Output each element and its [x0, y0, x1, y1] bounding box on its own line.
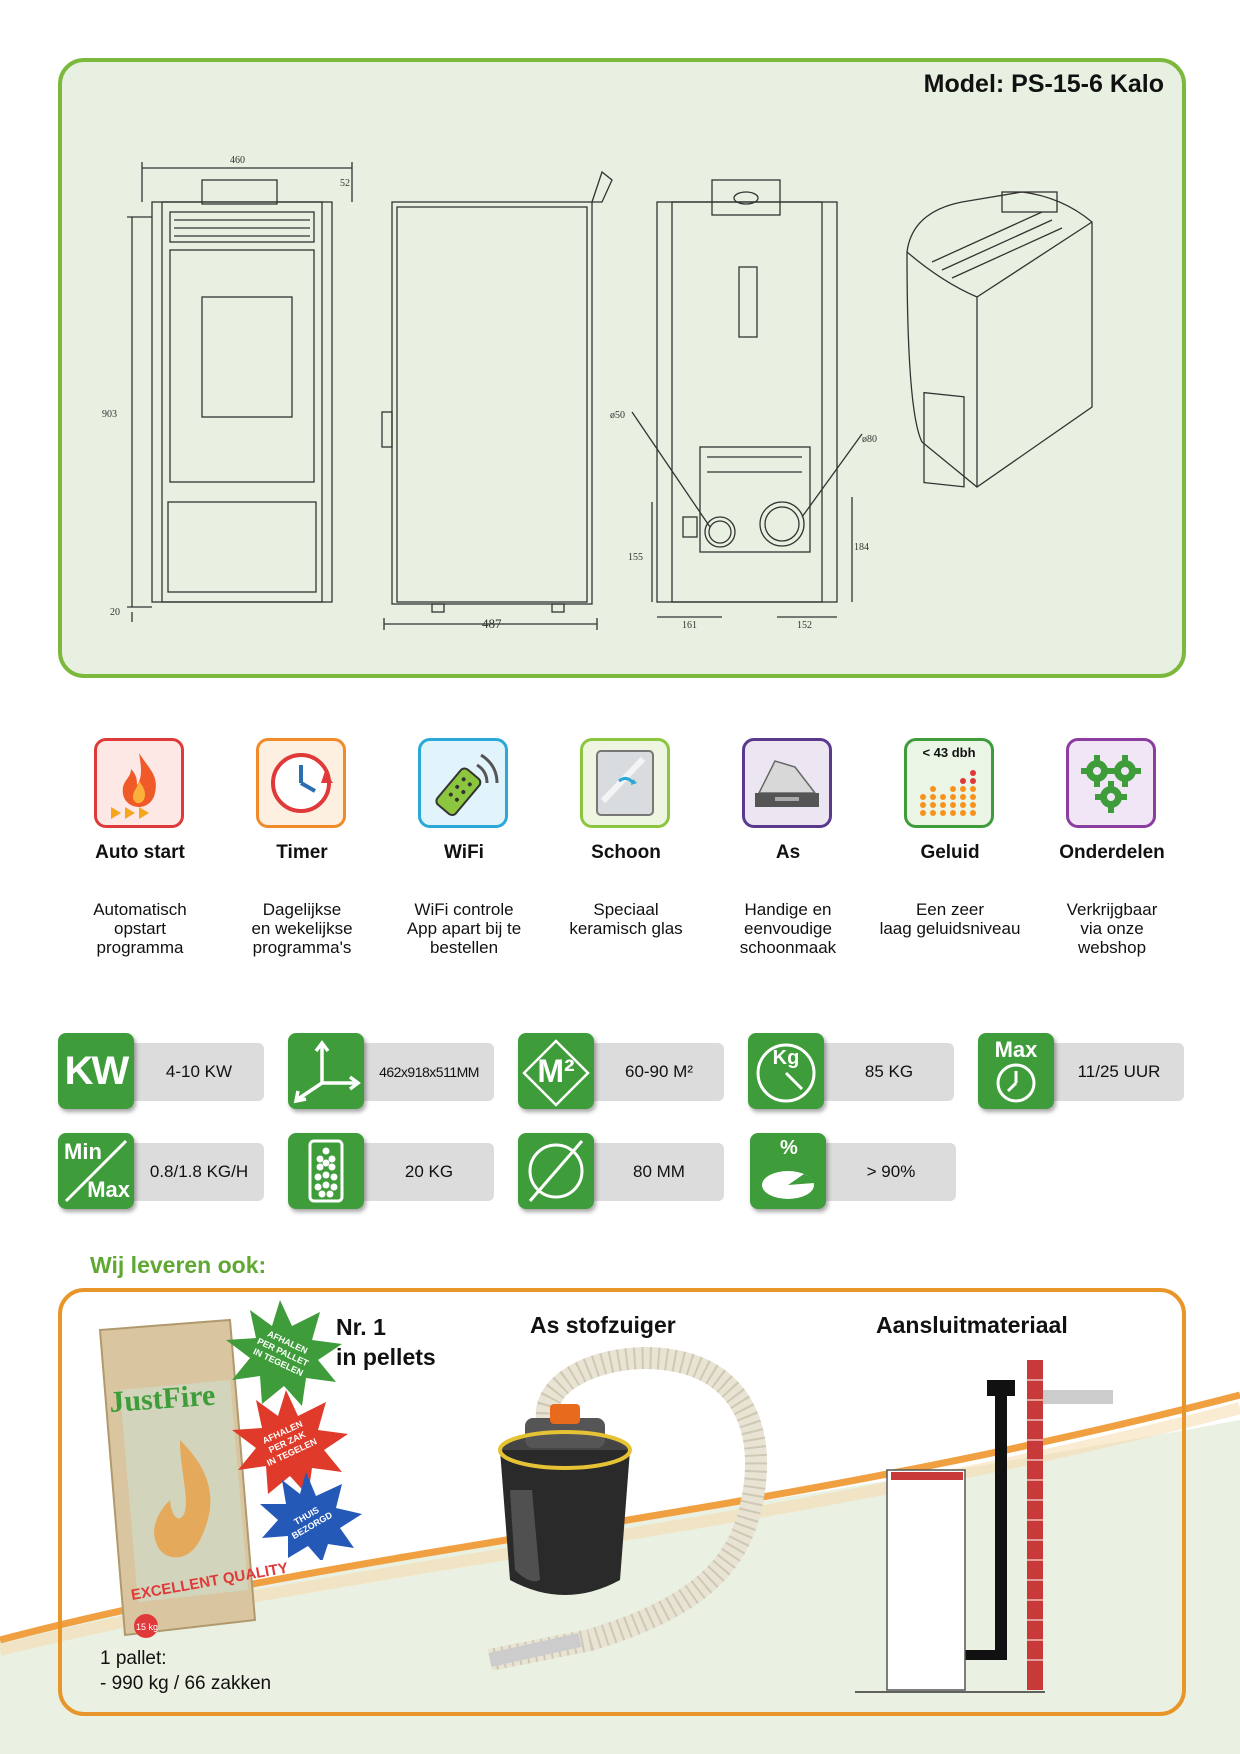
- back-view-drawing: [631, 179, 863, 618]
- dim-155-label: 155: [628, 552, 643, 563]
- spec-value: 60-90 M²: [624, 1062, 694, 1081]
- dim-52-label: 52: [340, 178, 350, 189]
- spec-value: 462x918x511MM: [379, 1064, 479, 1080]
- feature-title: Schoon: [591, 842, 661, 863]
- connection-diagram: [855, 1360, 1113, 1693]
- promo-bursts: AFHALENPER PALLETIN TEGELEN AFHALENPER Z…: [226, 1300, 362, 1560]
- vacuum-title: As stofzuiger: [530, 1312, 676, 1338]
- perspective-view-drawing: [906, 191, 1093, 488]
- pellet-bag-image: JustFire EXCELLENT QUALITY 15 kg: [98, 1318, 289, 1638]
- feature-title: WiFi: [444, 842, 484, 863]
- min-max-icon: Min Max: [58, 1133, 134, 1209]
- dim-903-label: 903: [102, 409, 117, 420]
- burst-home-delivery: THUISBEZORGD: [260, 1472, 362, 1560]
- sound-level-icon: < 43 dbh: [904, 738, 994, 828]
- burst-bag-pickup: AFHALENPER ZAKIN TEGELEN: [232, 1390, 348, 1496]
- spec-flue-diameter: 80 MM: [518, 1133, 724, 1209]
- model-title: Model: PS-15-6 Kalo: [923, 70, 1164, 98]
- feature-title: Timer: [276, 842, 328, 863]
- spec-value: 11/25 UUR: [1077, 1062, 1161, 1081]
- spec-tank: 20 KG: [288, 1133, 494, 1209]
- technical-drawings: 460 52 903 20 487 ø50 ø80 155 184 161 15…: [102, 155, 1093, 631]
- connect-title: Aansluitmateriaal: [876, 1312, 1068, 1338]
- flame-icon: [94, 738, 184, 828]
- spec-weight: Kg 85 KG: [748, 1033, 954, 1109]
- pellet-tank-icon: [288, 1133, 364, 1209]
- burst-pallet-pickup: AFHALENPER PALLETIN TEGELEN: [226, 1300, 342, 1406]
- spec-value: > 90%: [866, 1162, 916, 1181]
- also-section-title: Wij leveren ook:: [90, 1252, 267, 1278]
- weight-kg-icon: Kg: [748, 1033, 824, 1109]
- dim-460-label: 460: [230, 155, 245, 166]
- max-time-icon: Max: [978, 1033, 1054, 1109]
- spec-power: KW 4-10 KW: [58, 1033, 264, 1109]
- pallet-info: 1 pallet: - 990 kg / 66 zakken: [100, 1648, 272, 1694]
- area-m2-icon: M²: [518, 1033, 594, 1109]
- remote-icon: [418, 738, 508, 828]
- also-panel: [58, 1288, 1186, 1716]
- dim-152-label: 152: [797, 620, 812, 631]
- efficiency-pie-icon: %: [750, 1133, 826, 1209]
- kw-icon: KW: [58, 1033, 134, 1109]
- feature-title: Onderdelen: [1059, 842, 1165, 863]
- spec-value: 80 MM: [633, 1162, 685, 1181]
- spec-value: 0.8/1.8 KG/H: [149, 1162, 249, 1181]
- bag-brand-logo: JustFire: [108, 1379, 216, 1419]
- dim-o80-label: ø80: [862, 434, 877, 445]
- gears-icon: [1066, 738, 1156, 828]
- bag-weight-label: 15 kg: [136, 1622, 158, 1632]
- sound-level-badge: < 43 dbh: [922, 745, 976, 760]
- feature-title: Geluid: [920, 842, 980, 863]
- model-drawing-panel: Model: PS-15-6 Kalo: [58, 58, 1186, 678]
- ash-vacuum-image: [487, 1347, 768, 1670]
- spec-area: M² 60-90 M²: [518, 1033, 724, 1109]
- dim-o50-label: ø50: [610, 410, 625, 421]
- spec-efficiency: % > 90%: [750, 1133, 956, 1209]
- dimensions-axes-icon: [288, 1033, 364, 1109]
- dim-487-label: 487: [482, 616, 502, 631]
- clock-icon: [256, 738, 346, 828]
- feature-title: Auto start: [95, 842, 185, 863]
- spec-burn-time: Max 11/25 UUR: [978, 1033, 1184, 1109]
- diameter-icon: [518, 1133, 594, 1209]
- glass-icon: [580, 738, 670, 828]
- side-view-drawing: [381, 170, 613, 630]
- spec-consumption: Min Max 0.8/1.8 KG/H: [58, 1133, 264, 1209]
- feature-title: As: [775, 842, 801, 863]
- dim-20-label: 20: [110, 607, 120, 618]
- spec-value: 20 KG: [404, 1162, 454, 1181]
- dim-184-label: 184: [854, 542, 869, 553]
- spec-value: 4-10 KW: [165, 1062, 233, 1081]
- front-view-drawing: [127, 162, 353, 622]
- spec-value: 85 KG: [864, 1062, 914, 1081]
- spec-dimensions: 462x918x511MM: [288, 1033, 494, 1109]
- dim-161-label: 161: [682, 620, 697, 631]
- ash-tray-icon: [742, 738, 832, 828]
